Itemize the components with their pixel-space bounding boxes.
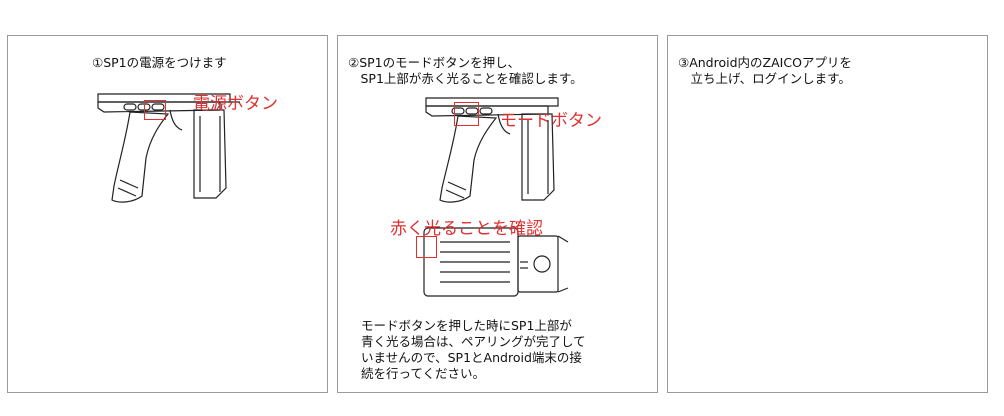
step-2-text: ②SP1のモードボタンを押し、 SP1上部が赤く光ることを確認します。 (348, 55, 583, 86)
step-3-panel: ③Android内のZAICOアプリを 立ち上げ、ログインします。 (667, 35, 988, 393)
scanner-gun-side-illustration (97, 93, 240, 203)
scanner-gun-side-illustration (425, 97, 559, 203)
power-button-callout: 電源ボタン (193, 94, 278, 114)
step-1-text: ①SP1の電源をつけます (92, 55, 227, 70)
pairing-note: モードボタンを押した時にSP1上部が 青く光る場合は、ペアリングが完了して いま… (361, 318, 586, 381)
step-2-panel: ②SP1のモードボタンを押し、 SP1上部が赤く光ることを確認します。 モードボ… (337, 35, 658, 393)
led-indicator-highlight (416, 236, 437, 258)
step-1-panel: ①SP1の電源をつけます 電源ボタン (7, 35, 328, 393)
mode-button-highlight (454, 102, 479, 126)
led-check-callout: 赤く光ることを確認 (390, 219, 543, 239)
mode-button-callout: モードボタン (500, 111, 602, 131)
step-3-text: ③Android内のZAICOアプリを 立ち上げ、ログインします。 (678, 55, 852, 86)
scanner-gun-top-illustration (423, 227, 569, 297)
power-button-highlight (144, 100, 166, 120)
